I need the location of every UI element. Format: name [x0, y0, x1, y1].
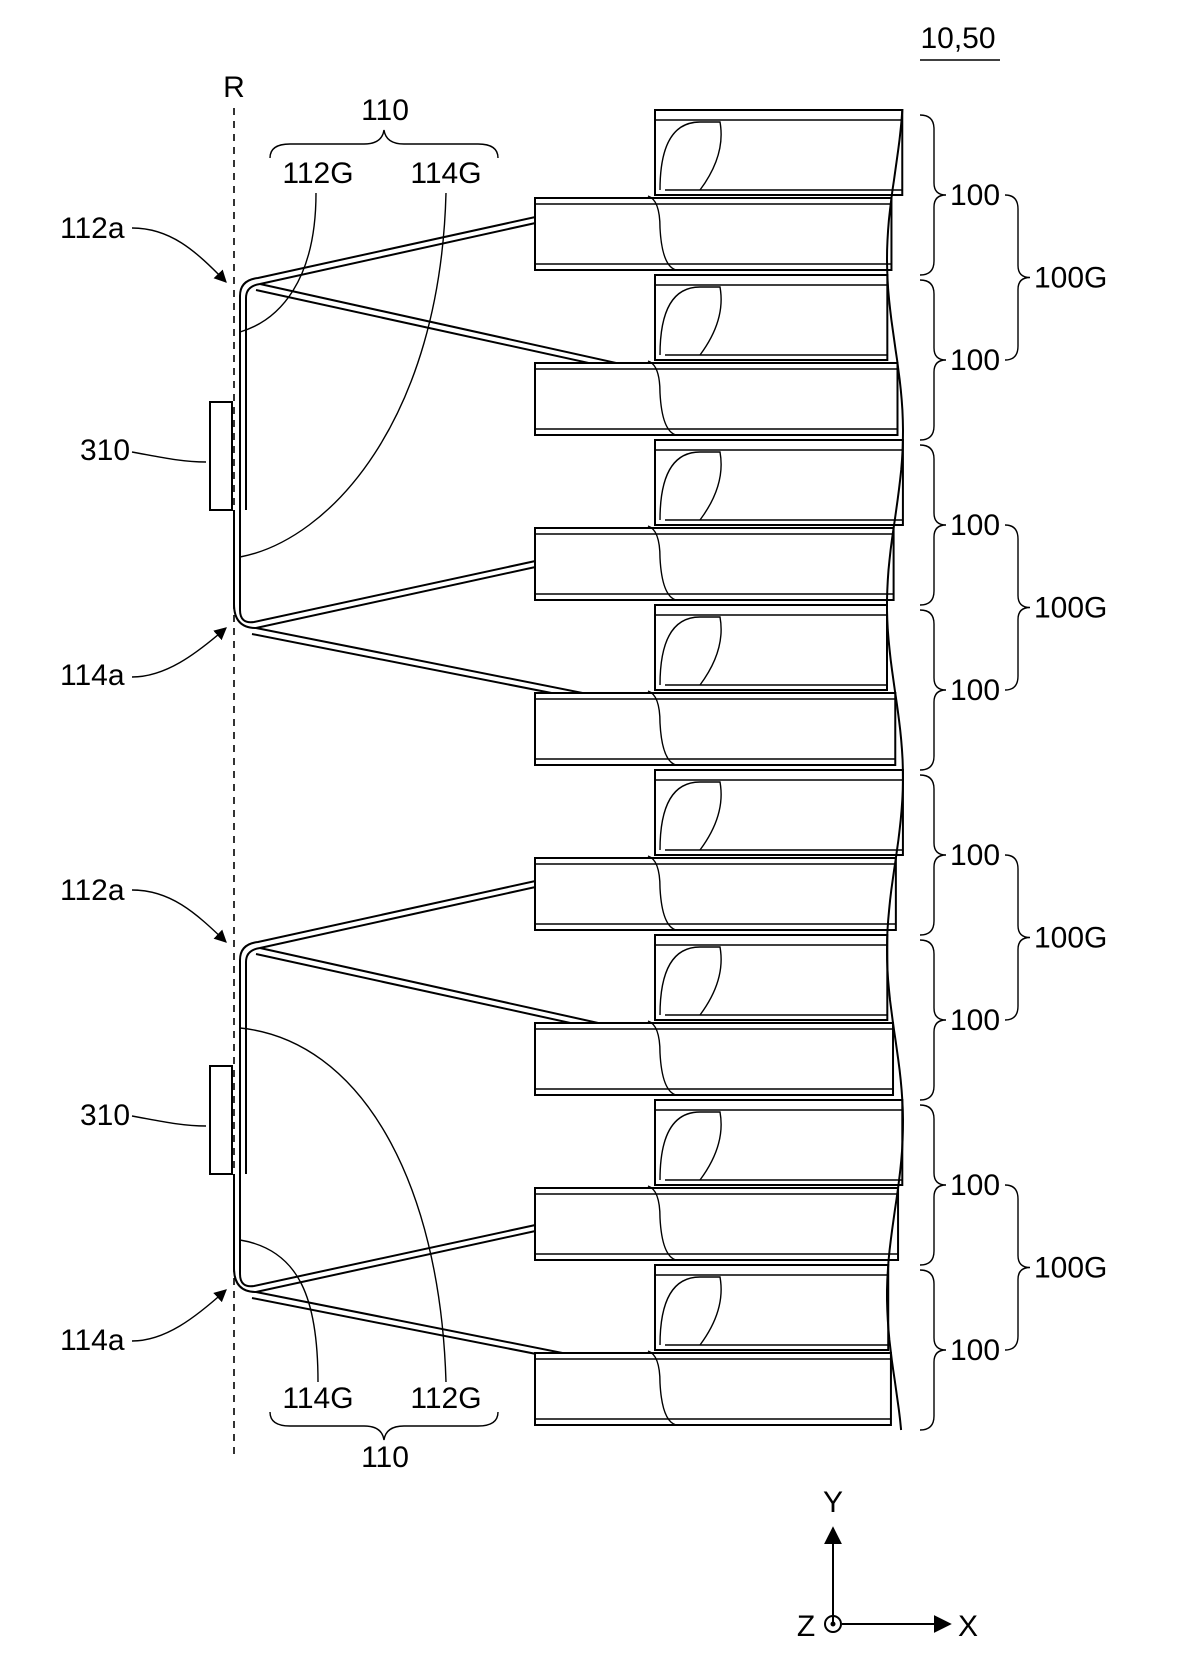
terminal-310-upper [210, 402, 232, 510]
cell-label-100: 100 [950, 179, 1000, 212]
group-brace [1005, 525, 1030, 690]
cell-terminal [535, 528, 894, 600]
group-label-100g: 100G [1034, 1252, 1107, 1285]
leader-112g-top [240, 193, 316, 332]
cell-brace [920, 115, 946, 275]
battery-cell [535, 275, 897, 435]
leader-310-lower [132, 1116, 206, 1126]
cell-terminal [535, 198, 891, 270]
cell-terminal [535, 363, 897, 435]
cell-labels: 100 100 100 100 100 100 100 100 100G 100G 100G 100G [920, 115, 1107, 1430]
group-brace [1005, 855, 1030, 1020]
cell-brace [920, 940, 946, 1100]
leader-112a-upper [132, 228, 226, 282]
bottom-114g-label: 114G [282, 1382, 353, 1415]
cell-brace [920, 1105, 946, 1265]
top-114g-label: 114G [410, 157, 481, 190]
leader-112g-bottom [240, 1028, 446, 1382]
top-112g-label: 112G [282, 157, 353, 190]
battery-cell [535, 1265, 891, 1425]
label-114a-lower: 114a [60, 1324, 125, 1357]
cell-brace [920, 775, 946, 935]
terminal-310-lower [210, 1066, 232, 1174]
cell-label-100: 100 [950, 674, 1000, 707]
battery-cell [535, 440, 903, 600]
label-112a-upper: 112a [60, 212, 125, 245]
top-group-label: 110 [361, 94, 409, 127]
bus-bar-lower [210, 880, 648, 1376]
axis-indicator: Y X Z [797, 1486, 978, 1643]
leader-114a-upper [132, 628, 226, 677]
figure-reference-label: 10,50 [920, 22, 995, 55]
leader-114g-bottom [240, 1240, 318, 1382]
leader-112a-lower [132, 890, 226, 942]
label-310-upper: 310 [80, 434, 130, 467]
battery-cell [535, 935, 893, 1095]
x-axis-label: X [958, 1610, 978, 1643]
cell-terminal [535, 1353, 891, 1425]
cell-label-100: 100 [950, 344, 1000, 377]
cell-terminal [535, 1023, 893, 1095]
cell-label-100: 100 [950, 1169, 1000, 1202]
cell-brace [920, 445, 946, 605]
label-114a-upper: 114a [60, 659, 125, 692]
battery-cell [535, 605, 895, 765]
cell-label-100: 100 [950, 1334, 1000, 1367]
leader-310-upper [132, 452, 206, 462]
cell-brace [920, 1270, 946, 1430]
leader-114a-lower [132, 1290, 226, 1341]
group-label-100g: 100G [1034, 922, 1107, 955]
bottom-group-brace [270, 1412, 498, 1440]
reference-line-label: R [223, 71, 245, 104]
z-axis-label: Z [797, 1610, 815, 1643]
battery-cell [535, 1100, 902, 1260]
label-112a-lower: 112a [60, 874, 125, 907]
group-label-100g: 100G [1034, 262, 1107, 295]
group-label-100g: 100G [1034, 592, 1107, 625]
cell-brace [920, 610, 946, 770]
cell-label-100: 100 [950, 839, 1000, 872]
cell-label-100: 100 [950, 1004, 1000, 1037]
leader-114g-top [240, 193, 446, 557]
top-group-brace [270, 130, 498, 158]
battery-cell [535, 110, 902, 270]
group-brace [1005, 195, 1030, 360]
y-axis-label: Y [823, 1486, 843, 1519]
group-brace [1005, 1185, 1030, 1350]
bottom-112g-label: 112G [410, 1382, 481, 1415]
label-310-lower: 310 [80, 1099, 130, 1132]
cell-terminal [535, 693, 895, 765]
battery-cell-stack [535, 110, 903, 1430]
cell-terminal [535, 858, 896, 930]
bus-bar-upper [210, 216, 648, 712]
cell-brace [920, 280, 946, 440]
battery-cell [535, 770, 903, 930]
cell-terminal [535, 1188, 898, 1260]
bottom-group-label: 110 [361, 1441, 409, 1474]
cell-label-100: 100 [950, 509, 1000, 542]
z-axis-dot [831, 1622, 836, 1627]
